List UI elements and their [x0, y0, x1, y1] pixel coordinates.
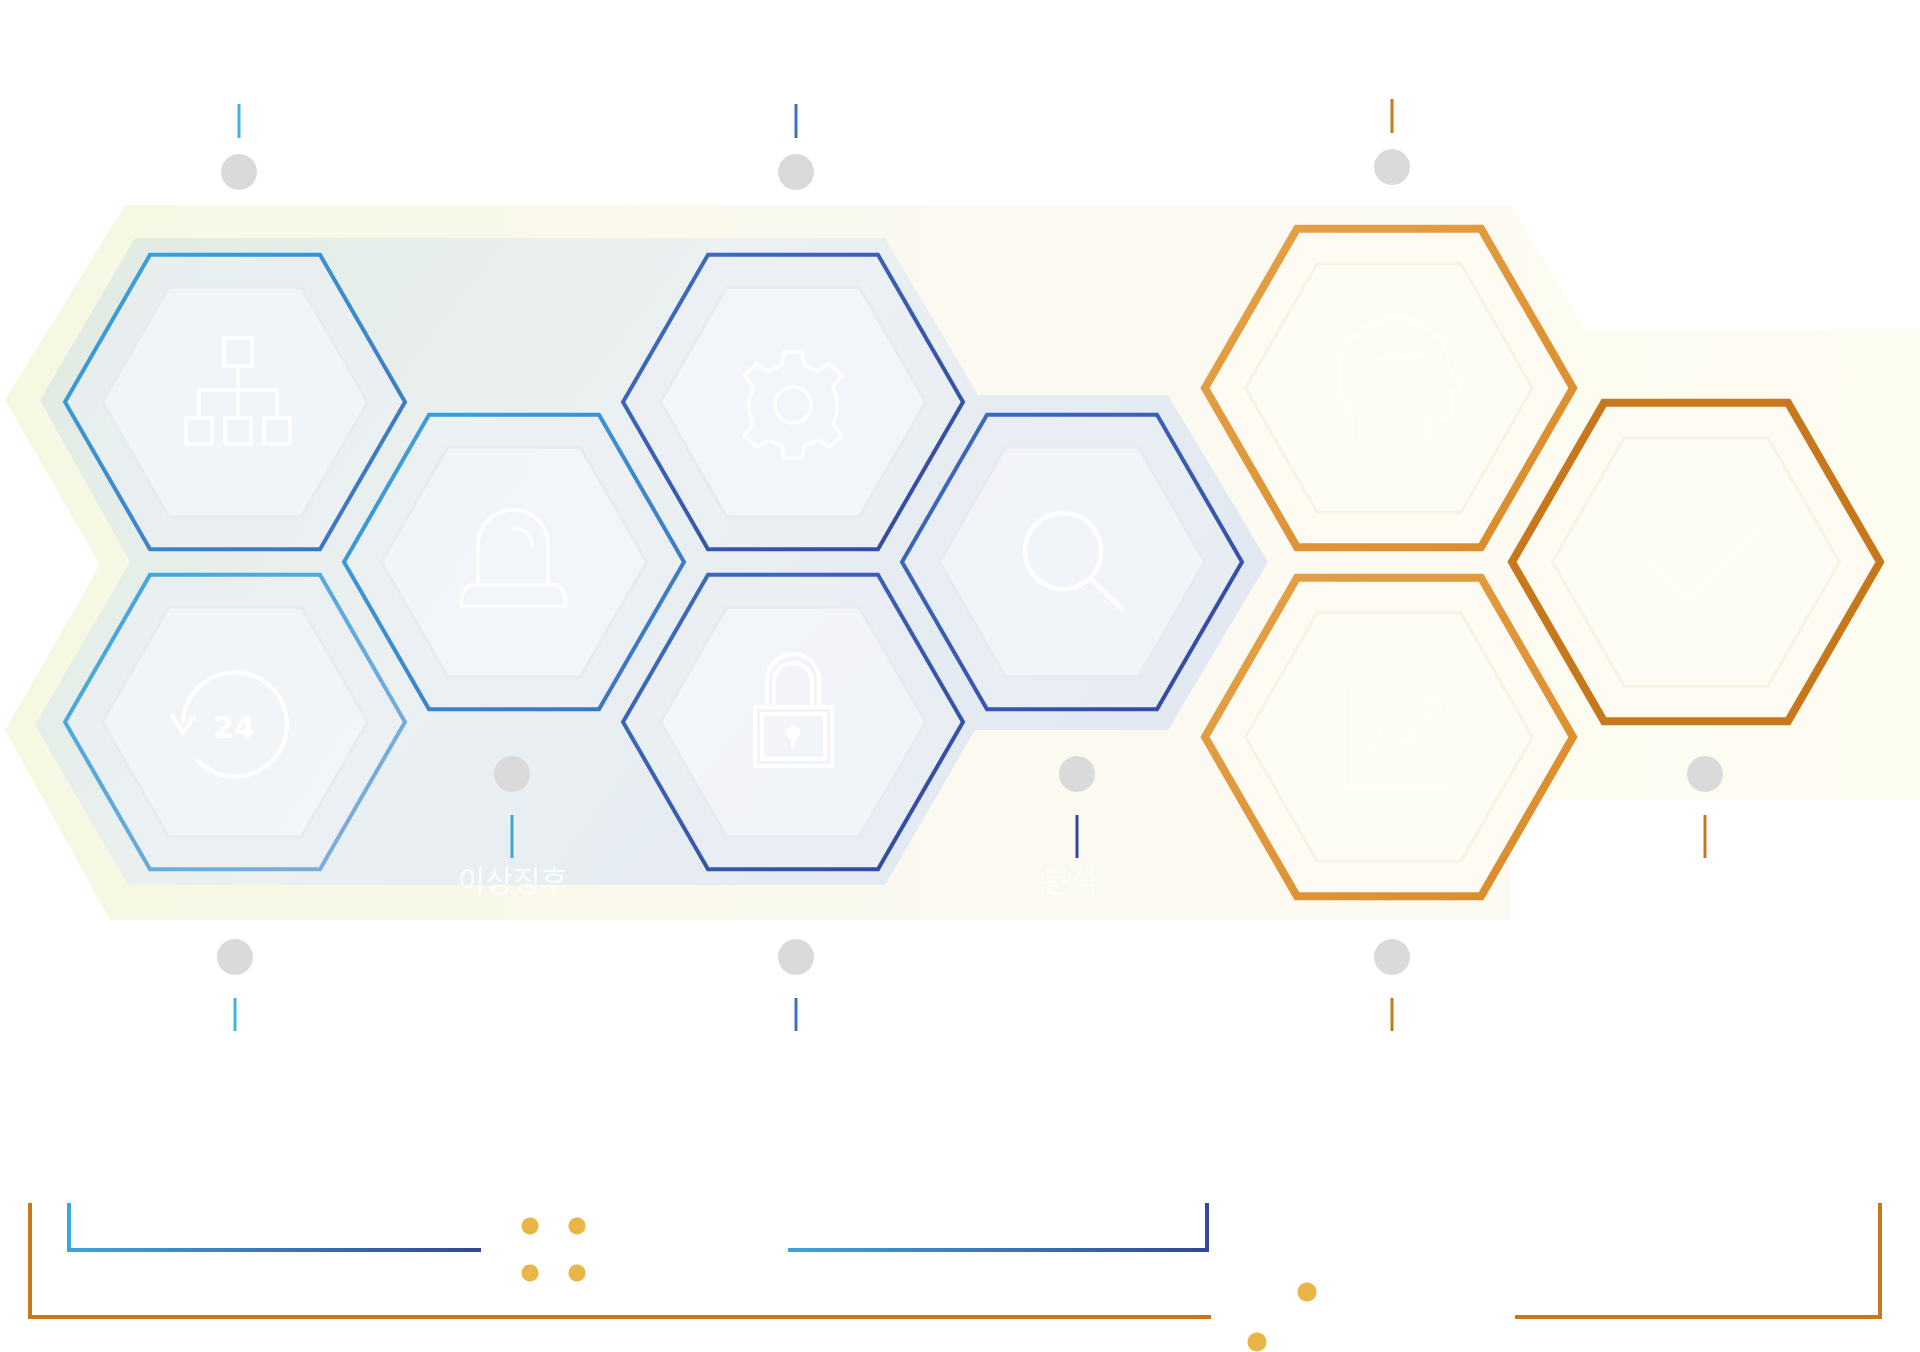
- hex-label-alarm: 이상징후: [458, 865, 568, 900]
- magnifier-search-icon: [1022, 510, 1125, 612]
- hexagons: [62, 224, 1885, 901]
- hexagon-inner-security: [658, 605, 928, 839]
- network-hierarchy-icon: [184, 336, 292, 446]
- hexagon-inner-chart: [1243, 611, 1535, 863]
- growth-chart-icon: [1343, 688, 1452, 787]
- inner-bracket-right: [788, 1203, 1209, 1252]
- brain-head-icon: [1338, 316, 1464, 442]
- hexagon-inner-monitor24: [100, 605, 370, 839]
- connector-dot-top-brain: [1374, 149, 1410, 185]
- gear-icon: [742, 350, 844, 460]
- gold-dots-pair: [1247, 1282, 1317, 1352]
- hexagon-inner-check: [1550, 436, 1842, 688]
- checkmark-icon: [1648, 523, 1762, 602]
- hexagon-inner-settings: [658, 285, 928, 519]
- bottom-brackets: [28, 1203, 1882, 1319]
- hexagon-inner-brain: [1243, 262, 1535, 514]
- 24-hour-cycle-icon: 24: [170, 670, 289, 779]
- hex-label-search: 분석: [1042, 865, 1097, 900]
- hexagon-inner-alarm: [379, 445, 649, 679]
- inner-bracket-left: [67, 1203, 481, 1252]
- alarm-siren-icon: [459, 508, 568, 608]
- connector-dot-bot-security: [778, 939, 814, 975]
- connector-dot-bot-chart: [1374, 939, 1410, 975]
- connector-dot-bot-monitor24: [217, 939, 253, 975]
- padlock-icon: [753, 652, 834, 768]
- connectors: [217, 99, 1723, 1031]
- gold-dots-grid: [521, 1217, 586, 1282]
- outer-bracket-left: [28, 1203, 1211, 1319]
- hexagon-inner-network: [100, 285, 370, 519]
- connector-dot-top-settings: [778, 154, 814, 190]
- outer-bracket-right: [1515, 1203, 1882, 1319]
- connector-dot-mid-alarm: [494, 756, 530, 792]
- connector-dot-mid-check: [1687, 756, 1723, 792]
- connector-dot-mid-search: [1059, 756, 1095, 792]
- connector-dot-top-network: [221, 154, 257, 190]
- svg-text:24: 24: [213, 711, 255, 746]
- hexagon-inner-search: [937, 445, 1207, 679]
